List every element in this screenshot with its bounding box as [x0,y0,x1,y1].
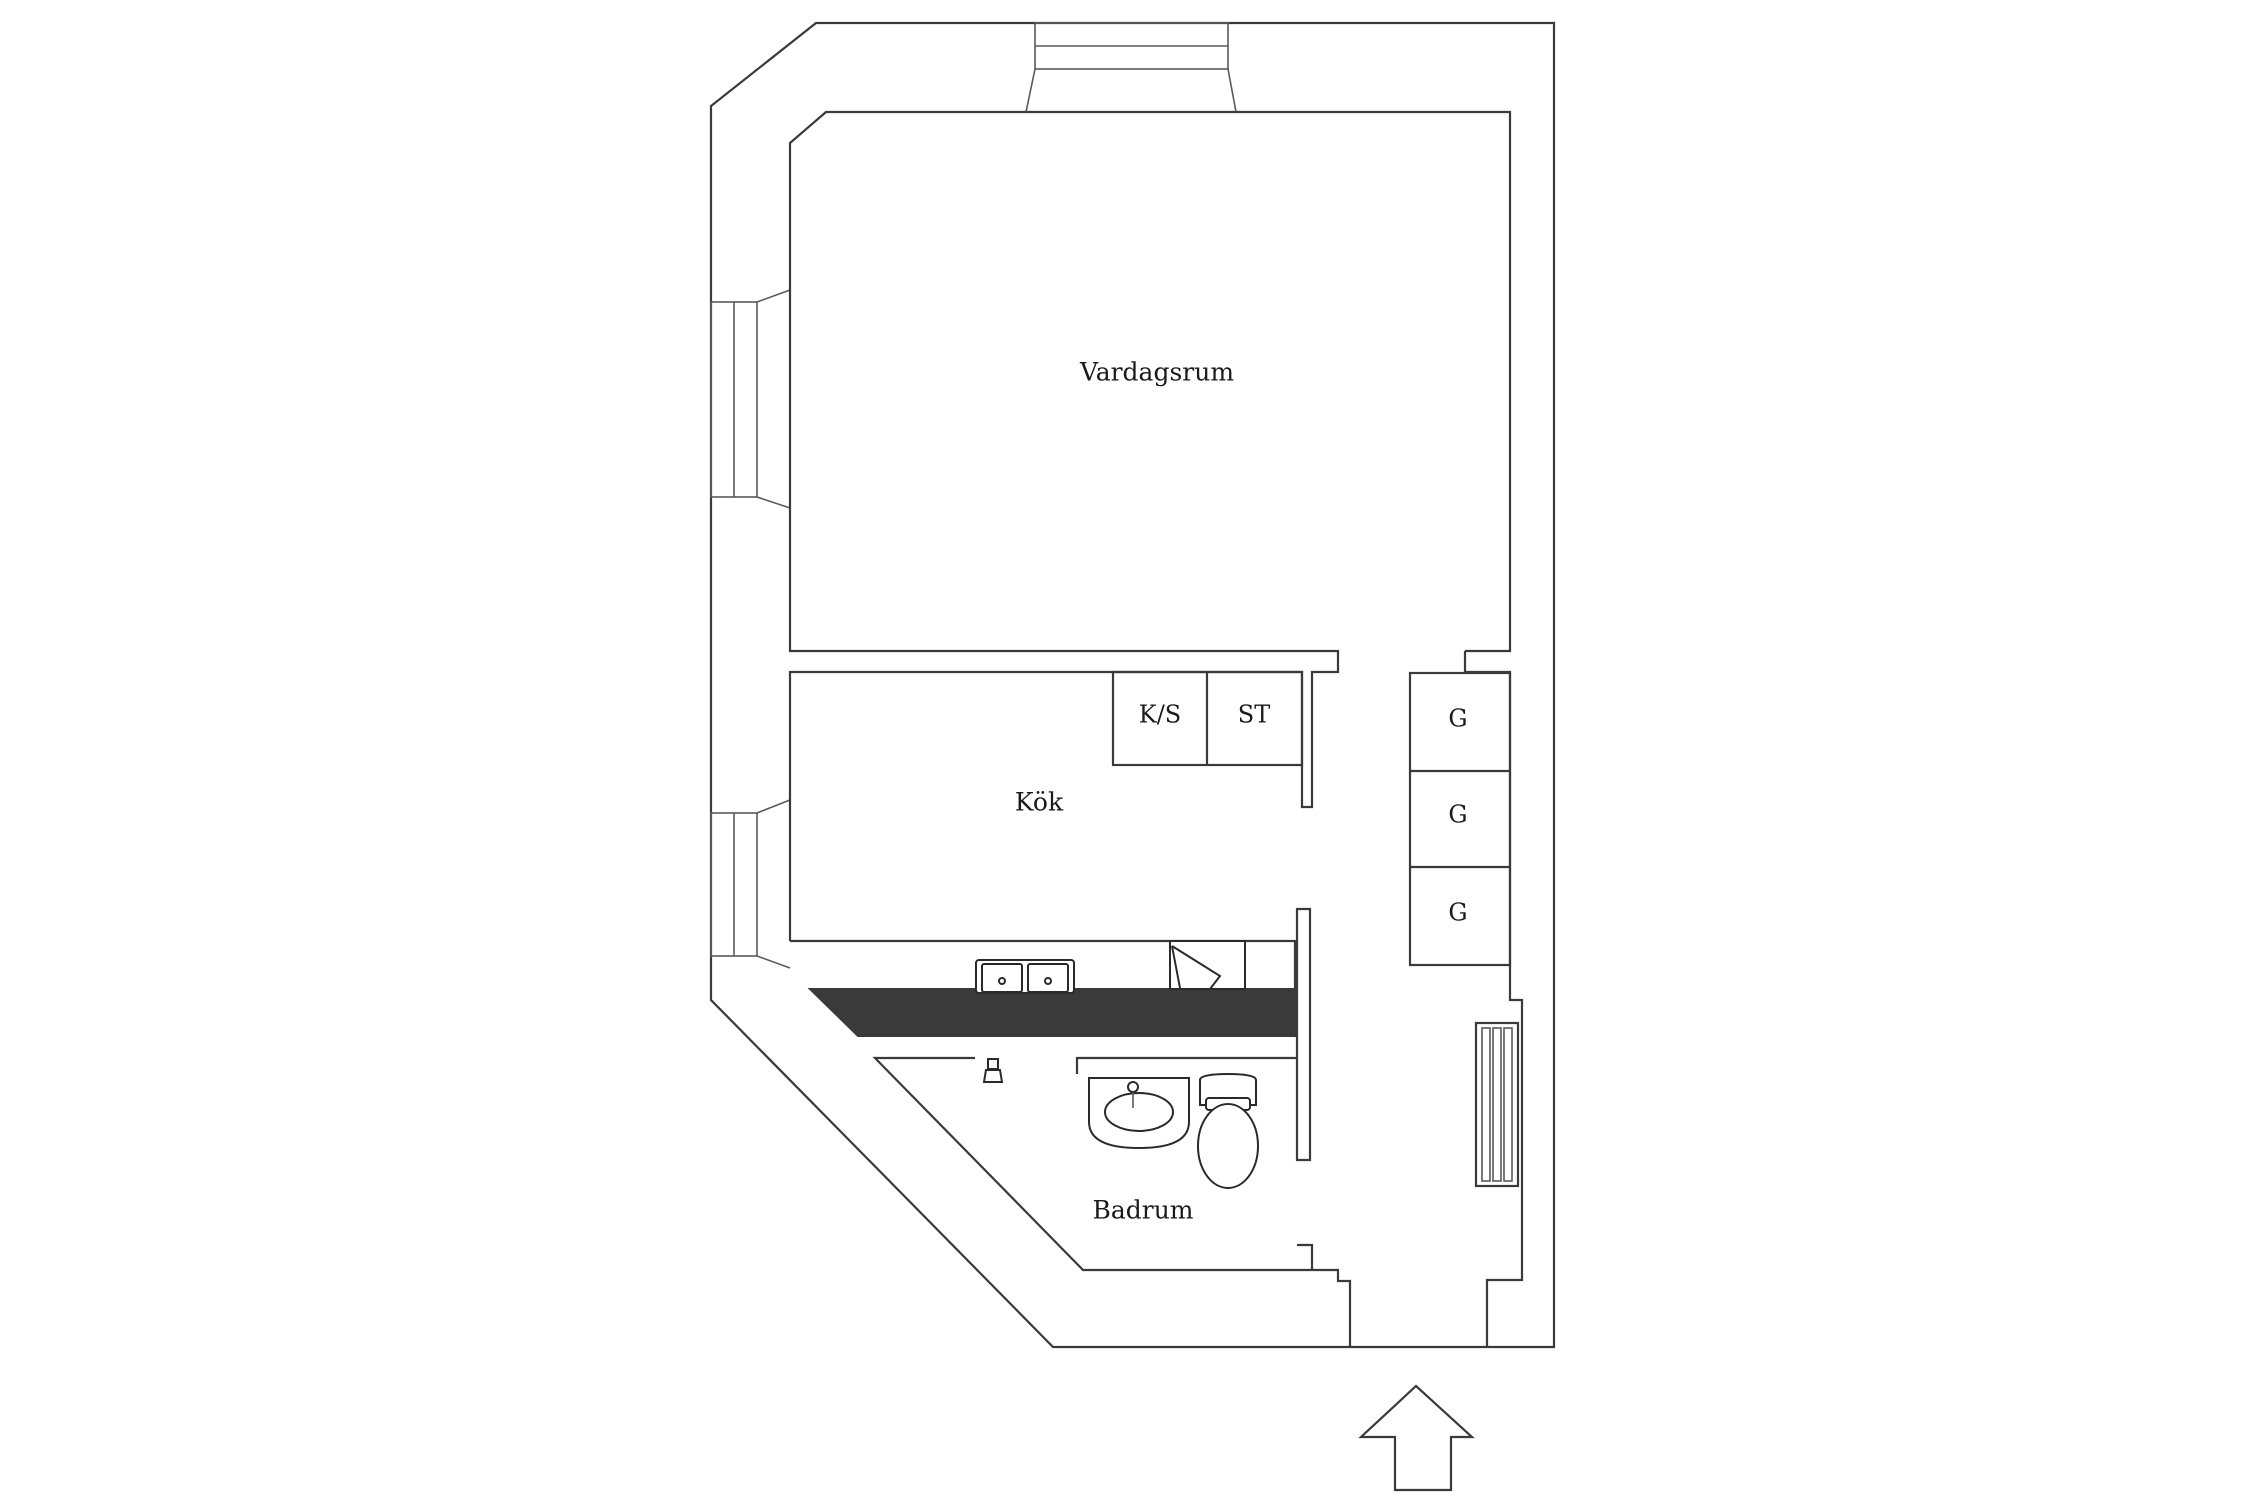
stove-label: ST [1238,701,1270,729]
sink-icon [975,959,1075,994]
hall-right-wall [1463,651,1524,1347]
shower-icon [982,1058,1004,1083]
left-window-lower [710,799,791,969]
kitchen-appliances [1111,670,1304,767]
living-room-walls [788,110,1512,941]
washbasin-icon [1088,1077,1190,1150]
toilet-icon [1197,1072,1259,1189]
room-label-living: Vardagsrum [1079,358,1234,387]
hob-icon [1169,940,1246,990]
bathroom-walls [872,1056,1352,1347]
wardrobe-label-2: G [1448,801,1467,829]
fridge-freezer-label: K/S [1139,701,1181,729]
kitchen-hall-wall [1295,907,1312,1162]
wardrobe-label-1: G [1448,705,1467,733]
outer-wall [709,21,1556,1349]
room-label-kitchen: Kök [1015,788,1064,817]
room-label-bathroom: Badrum [1092,1196,1193,1225]
wardrobe-block [1408,671,1512,967]
wardrobe-label-3: G [1448,899,1467,927]
left-window-upper [710,289,791,509]
top-window [1025,22,1237,113]
entrance-arrow-icon [1358,1384,1475,1492]
radiator-icon [1474,1021,1520,1188]
